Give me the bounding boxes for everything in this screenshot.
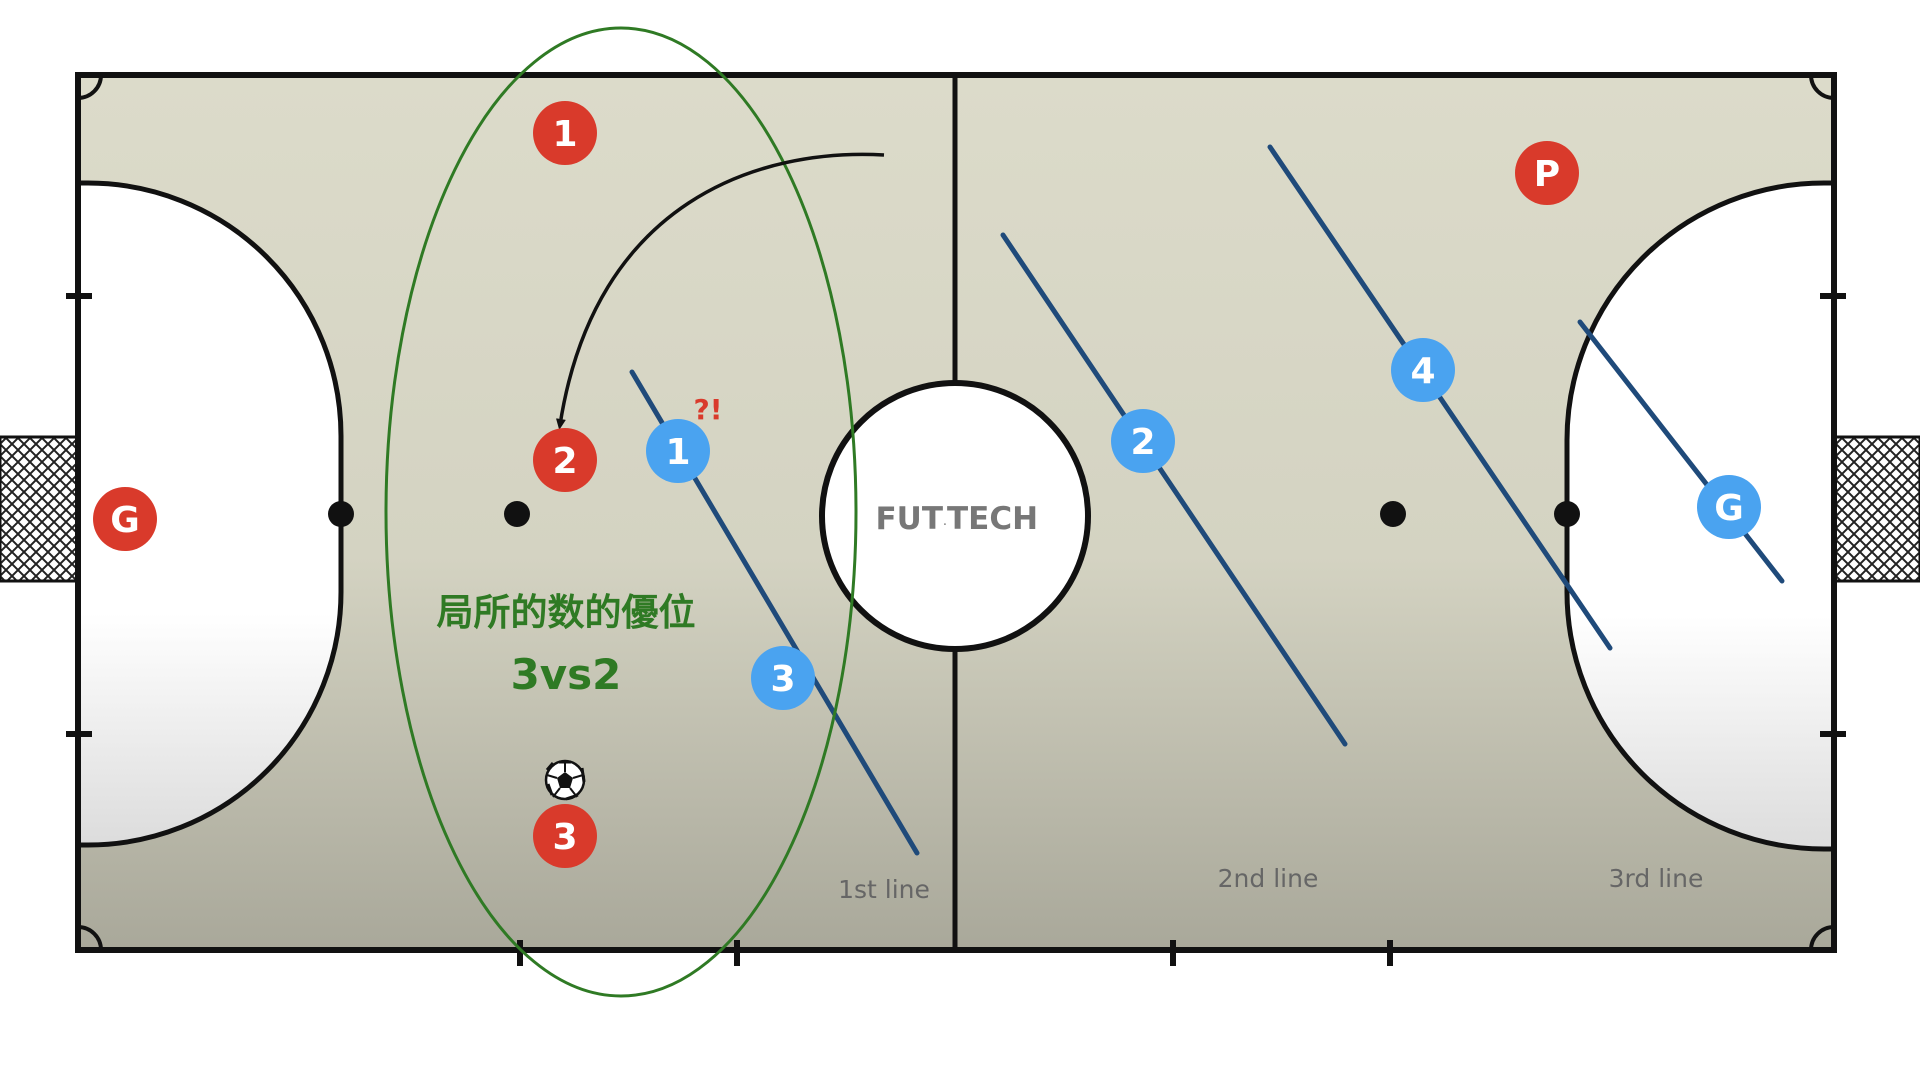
svg-text:3: 3: [770, 659, 795, 700]
svg-text:1: 1: [665, 432, 690, 473]
left-goal-net-icon: [0, 435, 80, 583]
corner-arc-top-right: [1809, 74, 1835, 100]
court-tick-marks: [66, 293, 1846, 966]
court-spots: [328, 501, 1580, 527]
label-first-line: 1st line: [838, 875, 930, 904]
brand-fut: FUT: [876, 501, 944, 537]
attacker-player-3: 3: [533, 804, 597, 868]
svg-text:P: P: [1534, 154, 1560, 195]
center-circle: [819, 380, 1091, 652]
defender-player-2: 2: [1111, 409, 1175, 473]
defender-player-1: 1: [646, 419, 710, 483]
label-second-line: 2nd line: [1218, 864, 1319, 893]
defense-line-third-a: [1267, 144, 1613, 651]
svg-text:4: 4: [1410, 351, 1435, 392]
svg-text:2: 2: [552, 441, 577, 482]
overload-zone-label: 局所的数的優位: [437, 591, 696, 634]
overload-zone-ellipse: [384, 26, 858, 998]
defense-line-third-b: [1577, 319, 1785, 584]
soccer-ball-icon: [544, 759, 586, 801]
svg-text:G: G: [110, 500, 140, 541]
svg-text:G: G: [1714, 488, 1744, 529]
attacker-player-1: 1: [533, 101, 597, 165]
defender-goalkeeper: G: [1697, 475, 1761, 539]
attacker-player-2: 2: [533, 428, 597, 492]
svg-text:3: 3: [552, 817, 577, 858]
corner-arc-bottom-left: [77, 925, 103, 951]
surprise-mark: ?!: [693, 393, 722, 426]
defender-player-4: 4: [1391, 338, 1455, 402]
defense-line-second: [1000, 232, 1348, 747]
attacker-pivot: P: [1515, 141, 1579, 205]
defender-player-3: 3: [751, 646, 815, 710]
right-goal-net-icon: [1832, 435, 1920, 583]
label-third-line: 3rd line: [1609, 864, 1704, 893]
attacker-goalkeeper: G: [93, 487, 157, 551]
brand-dot-icon: ·: [943, 518, 947, 533]
left-penalty-area: [75, 180, 344, 848]
svg-text:1: 1: [552, 114, 577, 155]
corner-arc-bottom-right: [1809, 925, 1835, 951]
matchup-label: 3vs2: [511, 650, 622, 699]
corner-arc-top-left: [77, 74, 103, 100]
brand-tech: TECH: [947, 501, 1038, 537]
movement-arrow-icon: [555, 152, 885, 430]
svg-text:2: 2: [1130, 422, 1155, 463]
